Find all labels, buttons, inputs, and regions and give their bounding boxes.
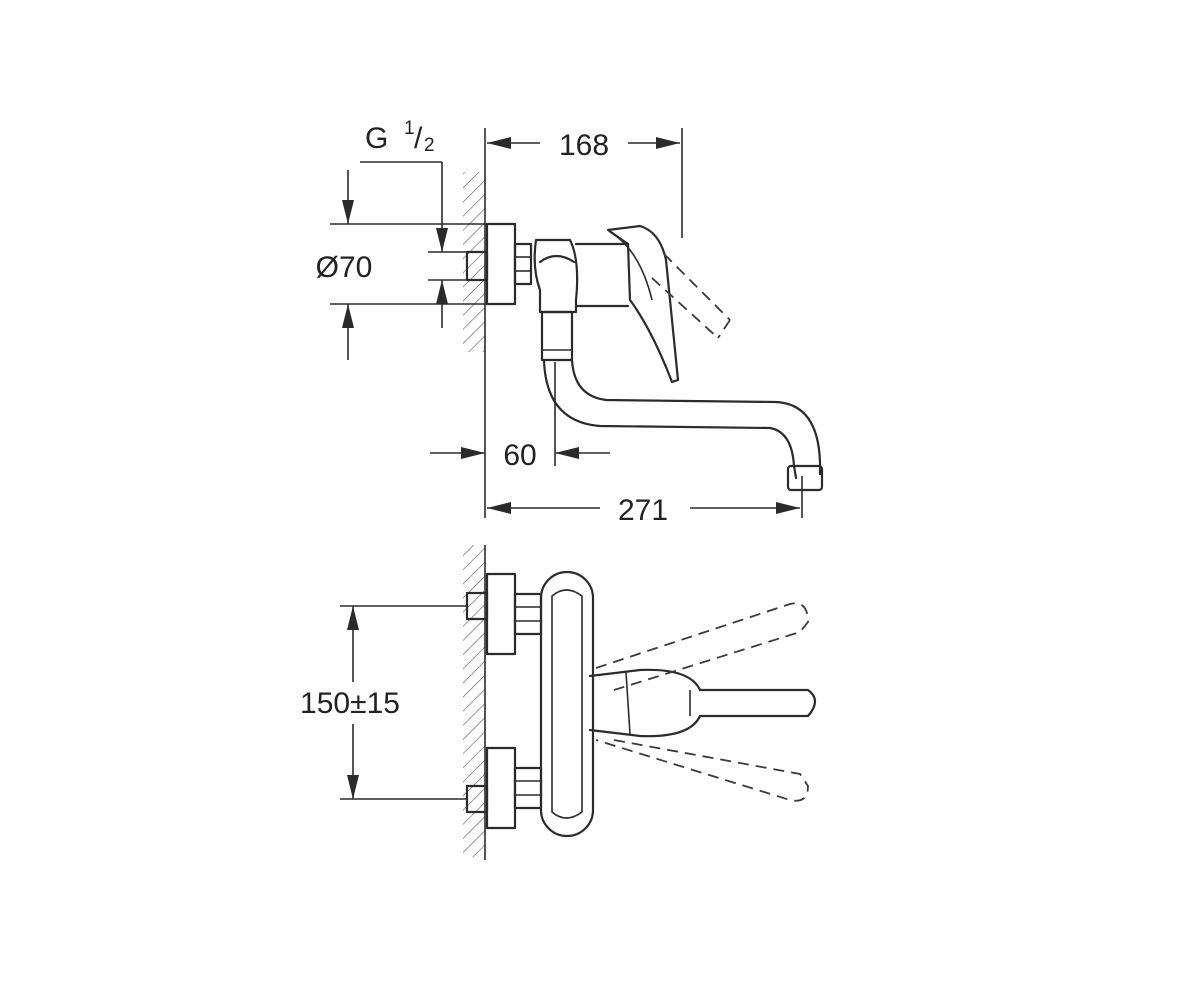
- lever-top: [588, 668, 817, 738]
- top-view: 150±15: [300, 545, 817, 860]
- dim-271-label: 271: [618, 494, 668, 527]
- lever-alt-lower: [595, 739, 809, 802]
- spout-pipe: [542, 358, 822, 480]
- lever-alt-position: [651, 253, 731, 339]
- connector-nut: [513, 242, 533, 286]
- upper-flange: [485, 572, 517, 656]
- aerator: [786, 464, 824, 492]
- thread-denominator-label: 2: [424, 135, 435, 156]
- side-view: 168 G 1 / 2 Ø70 60 271: [316, 118, 824, 527]
- dim-60-label: 60: [503, 439, 536, 472]
- lever-alt-upper: [595, 602, 809, 691]
- lower-nut: [513, 766, 543, 810]
- dim-spacing-label: 150±15: [300, 687, 400, 720]
- spout-base: [540, 310, 574, 362]
- upper-nut: [513, 592, 543, 636]
- thread-prefix-label: G: [365, 122, 388, 155]
- wall-hatch-top: [463, 172, 485, 352]
- lever: [606, 224, 680, 384]
- mixer-body-top: [539, 570, 595, 838]
- dim-168-label: 168: [559, 129, 609, 162]
- thread-numerator-label: 1: [404, 118, 415, 139]
- dim-diameter-label: Ø70: [316, 251, 373, 284]
- thread-slash-label: /: [414, 122, 423, 155]
- wall-flange: [485, 222, 517, 306]
- wall-hatch-bottom: [463, 545, 485, 857]
- lower-flange: [485, 746, 517, 830]
- mixer-body: [533, 238, 579, 314]
